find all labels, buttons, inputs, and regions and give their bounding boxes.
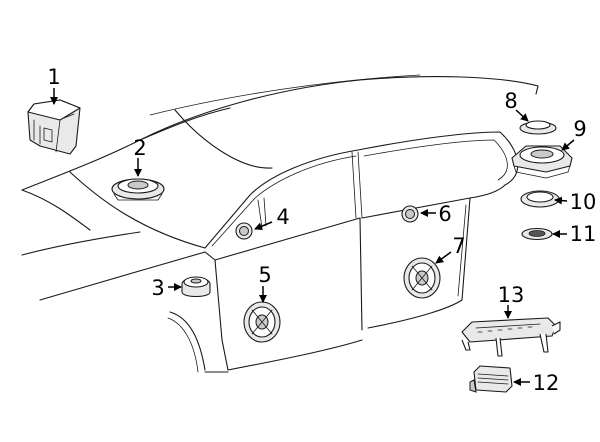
part-3-tweeter (181, 276, 211, 298)
part-2-dash-speaker (111, 178, 165, 201)
callout-11: 11 (570, 222, 597, 246)
callout-6: 6 (438, 202, 451, 226)
part-1-amplifier-module (27, 99, 81, 155)
arrow-7 (435, 251, 452, 264)
car-outline (21, 74, 539, 373)
part-13-bracket (461, 317, 561, 357)
part-4-mirror-tweeter (235, 222, 253, 240)
callout-13: 13 (498, 283, 525, 307)
callout-9: 9 (573, 117, 586, 141)
callout-1: 1 (47, 65, 60, 89)
part-5-front-door-speaker (243, 301, 281, 343)
part-6-rear-tweeter (401, 205, 419, 223)
arrow-10 (554, 196, 568, 205)
part-11-speaker-grille (521, 227, 553, 241)
part-7-rear-door-speaker (403, 257, 441, 299)
arrow-4 (254, 221, 273, 231)
callout-2: 2 (133, 136, 146, 160)
callout-arrows (50, 88, 575, 386)
part-10-speaker (520, 190, 560, 208)
callout-labels: 1 2 3 4 5 6 7 8 9 10 11 12 13 (47, 65, 596, 395)
callout-10: 10 (570, 190, 597, 214)
callout-8: 8 (504, 89, 517, 113)
callout-5: 5 (258, 263, 271, 287)
callout-7: 7 (452, 234, 465, 258)
callout-4: 4 (276, 205, 289, 229)
arrow-9 (561, 139, 575, 151)
callout-3: 3 (151, 276, 164, 300)
part-8-tweeter-ring (519, 120, 557, 135)
callout-12: 12 (533, 371, 560, 395)
part-12-control-module (469, 365, 513, 393)
part-9-subwoofer (511, 145, 573, 179)
arrow-8 (515, 109, 529, 122)
